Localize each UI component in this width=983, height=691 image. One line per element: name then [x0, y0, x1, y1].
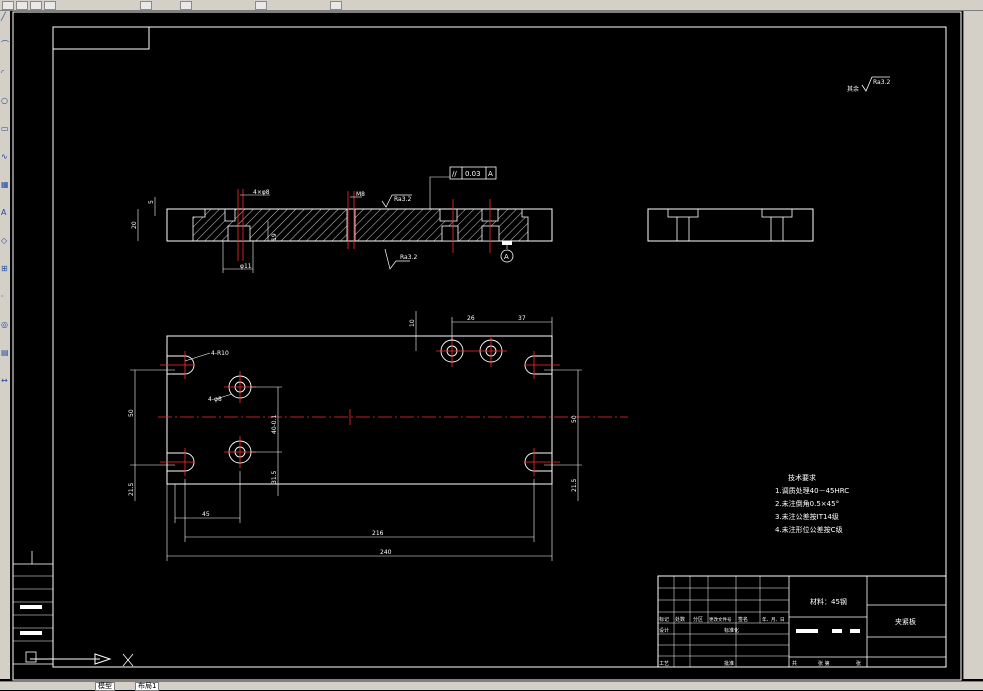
circle-icon[interactable]: ○ — [1, 96, 8, 105]
tb-sheet-label: 张 第 — [818, 660, 830, 667]
tb-sign: 签名 — [738, 616, 748, 623]
tb-standard: 标准化 — [724, 627, 739, 634]
text-icon[interactable]: A — [1, 208, 7, 217]
dim-50-left: 50 — [128, 409, 135, 417]
side-table — [12, 551, 54, 665]
dim-37: 37 — [518, 315, 526, 322]
hatch-icon[interactable]: ▦ — [1, 180, 9, 189]
dim-215-right: 21.5 — [571, 478, 578, 492]
dim-240: 240 — [380, 549, 392, 556]
open-icon[interactable] — [16, 1, 28, 10]
tb-part-name: 夹紧板 — [895, 617, 916, 626]
dim-315: 31.5 — [271, 470, 278, 484]
tech-title: 技术要求 — [788, 473, 816, 482]
tb-date: 年、月、日 — [762, 616, 785, 623]
dim-height: 20 — [131, 221, 138, 229]
dim-19: 19 — [271, 233, 278, 241]
outer-border — [12, 11, 962, 681]
dim-50-right: 50 — [571, 415, 578, 423]
title-block: 标记 处数 分区 更改文件号 签名 年、月、日 设计 标准化 工艺 批准 材料：… — [657, 575, 947, 668]
tb-mark: 标记 — [659, 616, 669, 623]
ucs-icon — [25, 651, 134, 667]
new-file-icon[interactable] — [2, 1, 14, 10]
tech-item-2: 2.未注倒角0.5×45° — [775, 499, 839, 508]
right-scrollbar[interactable] — [963, 11, 983, 679]
dim-45: 45 — [202, 511, 210, 518]
dim-depth: 5 — [148, 200, 155, 204]
front-view: 20 5 4×φ8 M8 19 φ11 Ra3.2 Ra3.2 // 0.03 … — [131, 166, 553, 273]
dim-slot: M8 — [356, 191, 365, 198]
tech-item-4: 4.未注形位公差按C级 — [775, 525, 843, 534]
save-icon[interactable] — [30, 1, 42, 10]
inner-border — [52, 26, 947, 668]
tb-process: 工艺 — [659, 661, 669, 667]
point-icon[interactable]: · — [1, 292, 4, 301]
tech-item-3: 3.未注公差按IT14级 — [775, 512, 839, 521]
pan-icon[interactable] — [330, 1, 342, 10]
side-view — [647, 208, 814, 242]
datum-label: A — [504, 253, 509, 261]
label-phi: 4-φ8 — [208, 396, 222, 403]
dimension-icon[interactable]: ↔ — [1, 376, 8, 385]
code-box — [52, 26, 150, 50]
dim-215-left: 21.5 — [128, 482, 135, 496]
print-icon[interactable] — [44, 1, 56, 10]
plan-view: 4-R10 4-φ8 26 37 10 50 21.5 40-0.1 31.5 … — [128, 311, 628, 561]
drawing-canvas[interactable]: 其余 Ra3.2 20 5 4×φ8 M8 19 φ11 Ra3.2 R — [10, 11, 963, 681]
block-icon[interactable]: ◇ — [1, 236, 8, 245]
tb-material: 材料：45钢 — [810, 597, 847, 606]
technical-requirements: 技术要求 1.调质处理40－45HRC 2.未注倒角0.5×45° 3.未注公差… — [775, 473, 849, 534]
arc-icon[interactable]: ◜ — [1, 68, 5, 77]
dim-bottom: φ11 — [240, 263, 252, 270]
tolerance-value: 0.03 — [465, 170, 481, 178]
tb-sheet-end: 张 — [856, 660, 861, 667]
label-r10: 4-R10 — [211, 350, 229, 357]
tb-approve: 批准 — [724, 660, 734, 667]
polyline-icon[interactable]: ⌒ — [1, 40, 9, 49]
tb-zone: 分区 — [693, 616, 703, 623]
roughness-value: Ra3.2 — [873, 79, 890, 86]
roughness-top: Ra3.2 — [394, 196, 411, 203]
tb-sheet-total: 共 — [792, 660, 797, 667]
region-icon[interactable]: ◎ — [1, 320, 8, 329]
roughness-bottom: Ra3.2 — [400, 254, 417, 261]
dim-10: 10 — [409, 319, 416, 327]
roughness-prefix: 其余 — [847, 85, 859, 93]
spline-icon[interactable]: ∿ — [1, 152, 8, 161]
table-icon[interactable]: ▤ — [1, 348, 9, 357]
tech-item-1: 1.调质处理40－45HRC — [775, 486, 849, 495]
line-icon[interactable]: ╱ — [1, 12, 6, 21]
tb-change: 更改文件号 — [709, 616, 732, 623]
left-draw-toolbar: ╱ ⌒ ◜ ○ ▭ ∿ ▦ A ◇ ⊞ · ◎ ▤ ↔ — [0, 11, 10, 679]
redo-icon[interactable] — [180, 1, 192, 10]
top-toolbar — [0, 0, 983, 11]
layout-tabs-bar: 模型 布局1 — [0, 681, 983, 691]
tb-count: 处数 — [675, 616, 685, 623]
insert-icon[interactable]: ⊞ — [1, 264, 8, 273]
tolerance-symbol: // — [452, 170, 457, 178]
dim-40: 40-0.1 — [271, 414, 278, 434]
dim-216: 216 — [372, 530, 384, 537]
tolerance-datum: A — [488, 170, 493, 178]
roughness-symbol — [861, 76, 890, 92]
tb-design: 设计 — [659, 627, 669, 634]
tab-layout1[interactable]: 布局1 — [135, 682, 160, 691]
zoom-icon[interactable] — [255, 1, 267, 10]
undo-icon[interactable] — [140, 1, 152, 10]
rectangle-icon[interactable]: ▭ — [1, 124, 9, 133]
dim-26: 26 — [467, 315, 475, 322]
dim-counterbore: 4×φ8 — [253, 189, 270, 196]
tab-model[interactable]: 模型 — [95, 682, 115, 691]
